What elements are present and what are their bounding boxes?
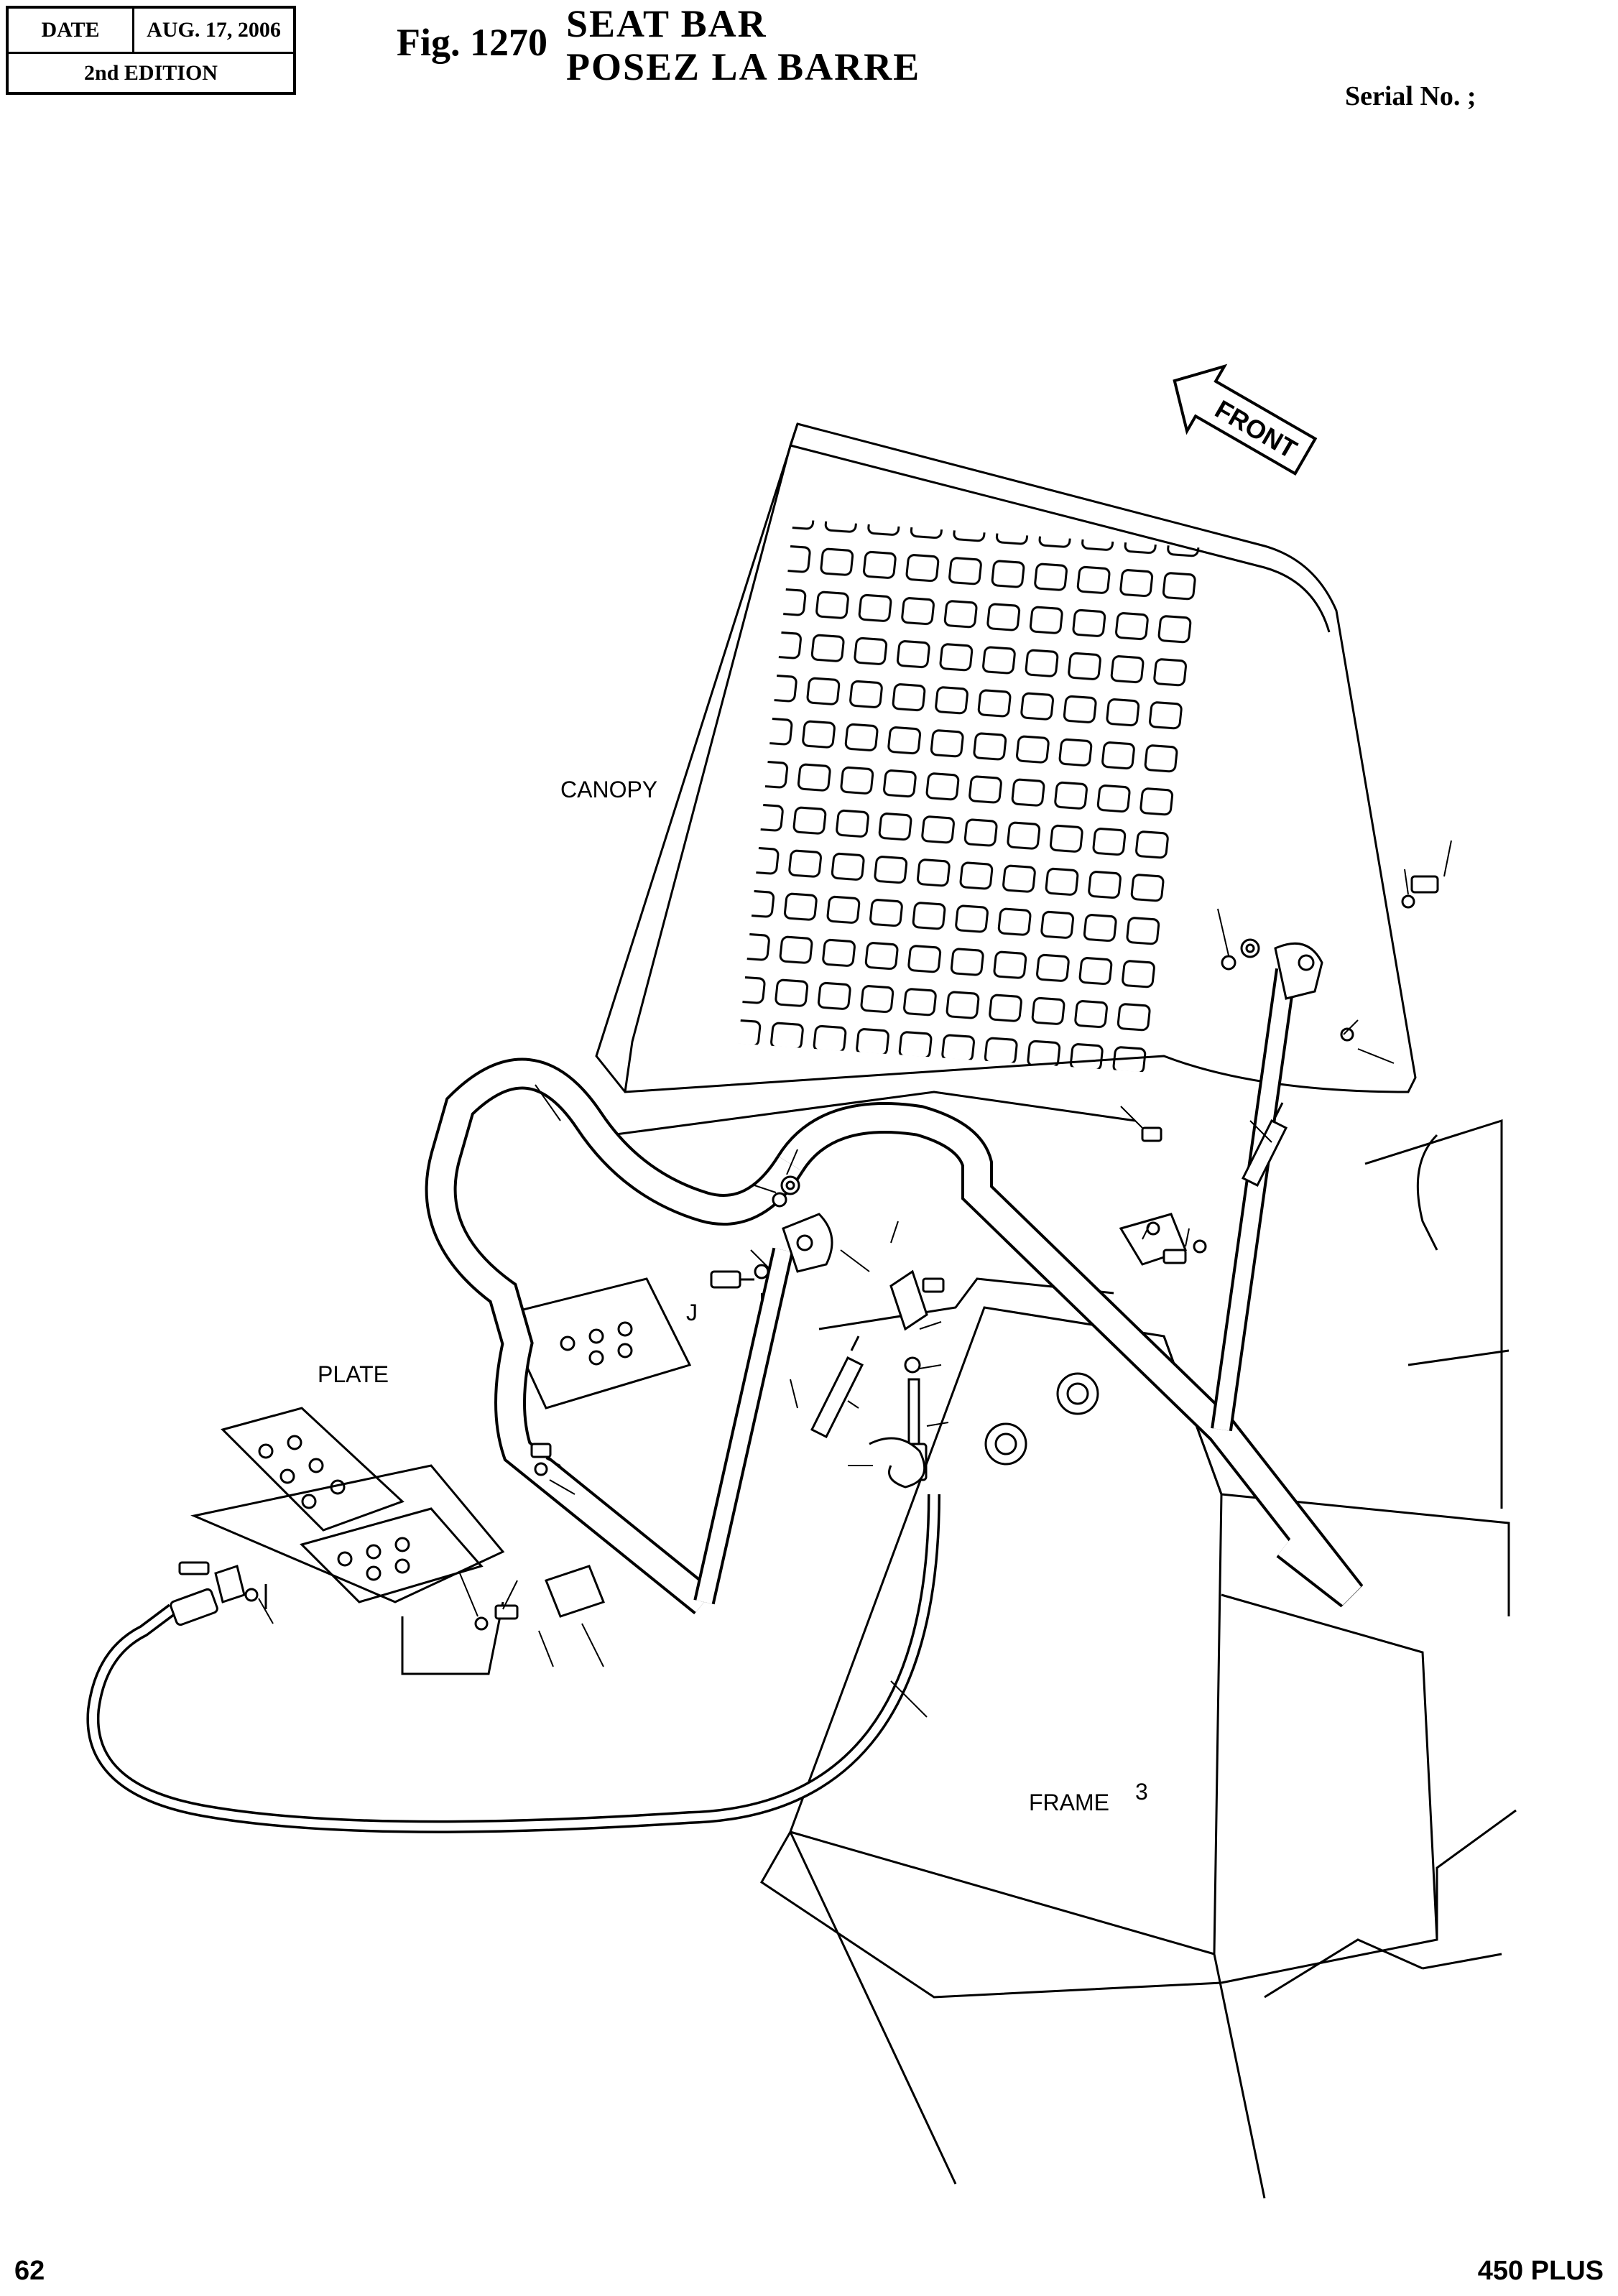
hardware-parts (178, 875, 1439, 1631)
leader-lines (258, 840, 1452, 1718)
figure-number: Fig. 1270 (397, 21, 547, 64)
canopy-label: CANOPY (560, 777, 657, 802)
serial-number: Serial No. ; (1345, 81, 1476, 111)
title-french: POSEZ LA BARRE (566, 45, 921, 88)
gas-springs (810, 1102, 1288, 1439)
title-english: SEAT BAR (566, 2, 767, 45)
model-name: 450 PLUS (1477, 2256, 1604, 2286)
release-cable (86, 1494, 940, 1833)
seat-bar-tube (425, 968, 1364, 1615)
machine-frame (610, 1091, 1517, 2199)
floor-plate (190, 1277, 692, 1675)
page-number: 62 (14, 2256, 45, 2286)
date-value: AUG. 17, 2006 (147, 18, 281, 42)
mark-3: 3 (1135, 1779, 1148, 1805)
header-info-box: DATE AUG. 17, 2006 2nd EDITION (6, 6, 296, 95)
date-label: DATE (9, 9, 134, 52)
front-arrow: FRONT (1173, 364, 1318, 476)
edition-label: 2nd EDITION (84, 60, 218, 85)
header-date-row: DATE AUG. 17, 2006 (9, 9, 293, 54)
plate-label: PLATE (318, 1361, 389, 1387)
frame-label: FRAME (1029, 1790, 1109, 1815)
canopy-panel (595, 422, 1417, 1093)
mark-j: J (686, 1300, 698, 1325)
